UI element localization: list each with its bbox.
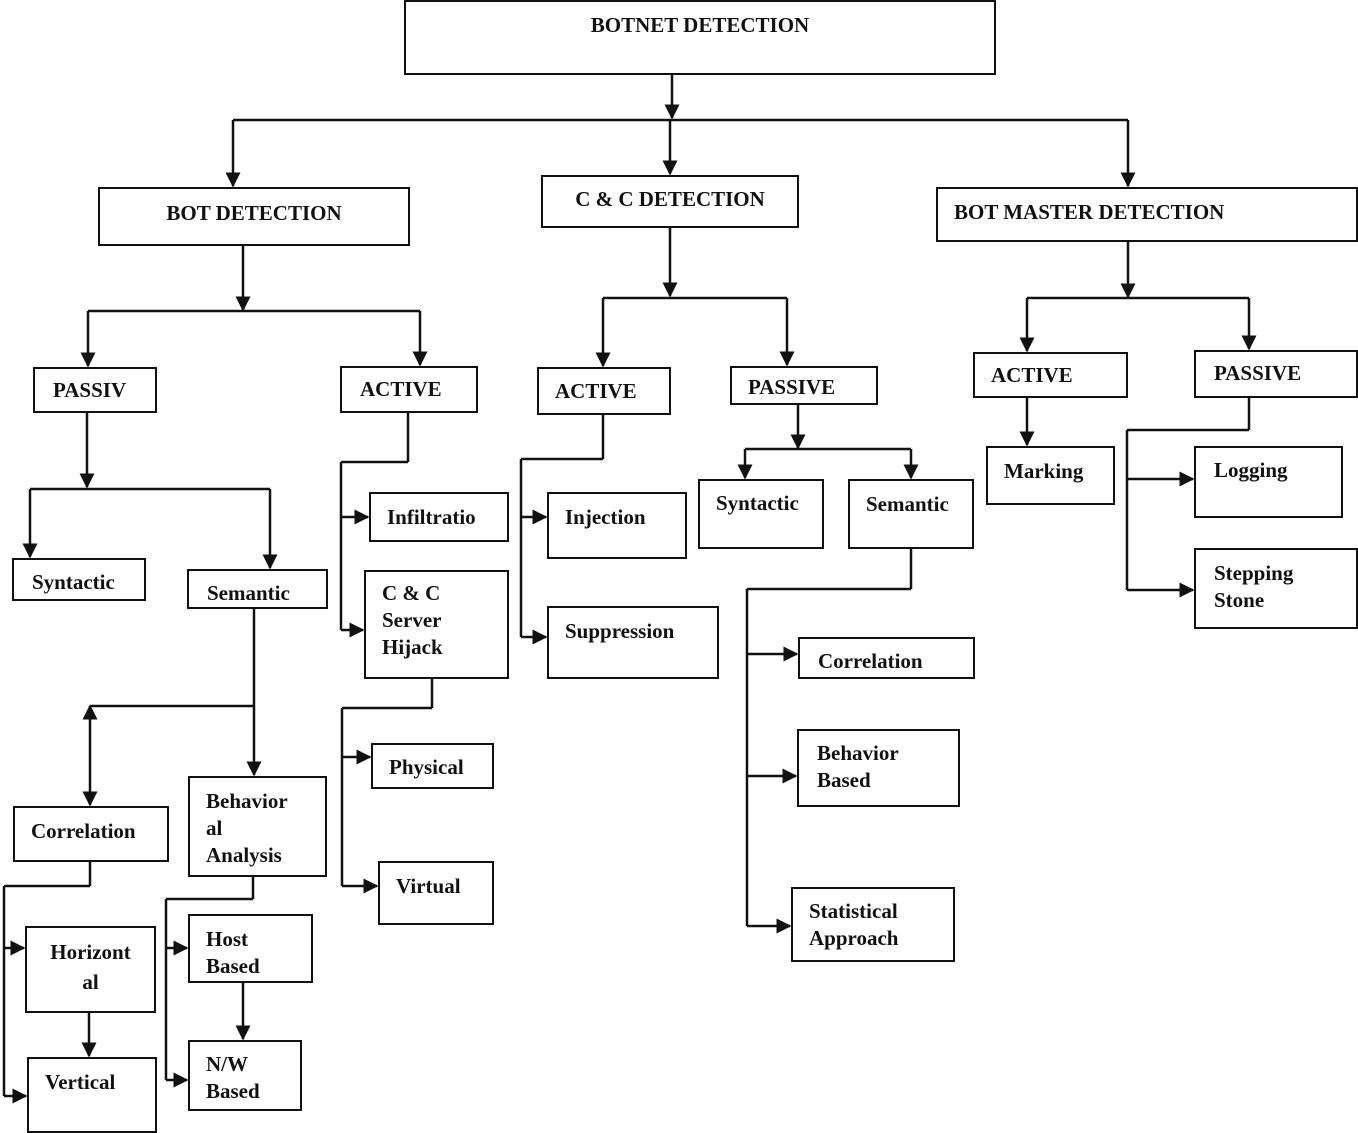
bot-correlation-vertical-node: Vertical xyxy=(27,1057,157,1133)
bot-active-infiltration-node: Infiltratio xyxy=(369,492,509,542)
bm-stepping-stone-node: Stepping Stone xyxy=(1194,548,1358,629)
cc-detection-node: C & C DETECTION xyxy=(541,175,799,228)
bot-semantic-correlation-node: Correlation xyxy=(13,806,169,862)
bot-active-cc-hijack-node: C & C Server Hijack xyxy=(364,570,509,679)
bm-passive-node: PASSIVE xyxy=(1194,350,1358,398)
bot-semantic-behavioral-node: Behavior al Analysis xyxy=(188,776,327,877)
bot-correlation-horizontal-node: Horizont al xyxy=(25,926,156,1013)
bot-passive-semantic-node: Semantic xyxy=(187,569,328,609)
bot-active-node: ACTIVE xyxy=(340,366,478,413)
bot-detection-node: BOT DETECTION xyxy=(98,187,410,246)
bm-logging-node: Logging xyxy=(1194,446,1343,518)
bot-passive-node: PASSIV xyxy=(33,367,157,413)
bot-master-detection-node: BOT MASTER DETECTION xyxy=(936,187,1358,242)
bot-behavioral-nw-node: N/W Based xyxy=(188,1040,302,1111)
bot-active-physical-node: Physical xyxy=(371,743,494,789)
root-node: BOTNET DETECTION xyxy=(404,0,996,75)
bm-active-node: ACTIVE xyxy=(973,352,1128,398)
cc-active-suppression-node: Suppression xyxy=(547,606,719,679)
bot-passive-syntactic-node: Syntactic xyxy=(12,558,146,601)
cc-semantic-statistical-node: Statistical Approach xyxy=(791,887,955,962)
cc-passive-syntactic-node: Syntactic xyxy=(698,479,824,549)
bot-behavioral-host-node: Host Based xyxy=(188,914,313,983)
cc-active-node: ACTIVE xyxy=(537,367,671,415)
cc-passive-semantic-node: Semantic xyxy=(848,479,974,549)
bm-marking-node: Marking xyxy=(986,446,1115,505)
bot-active-virtual-node: Virtual xyxy=(378,861,494,925)
cc-passive-node: PASSIVE xyxy=(730,366,878,405)
cc-semantic-behavior-node: Behavior Based xyxy=(797,729,960,807)
cc-active-injection-node: Injection xyxy=(547,492,687,559)
cc-semantic-correlation-node: Correlation xyxy=(798,637,975,679)
